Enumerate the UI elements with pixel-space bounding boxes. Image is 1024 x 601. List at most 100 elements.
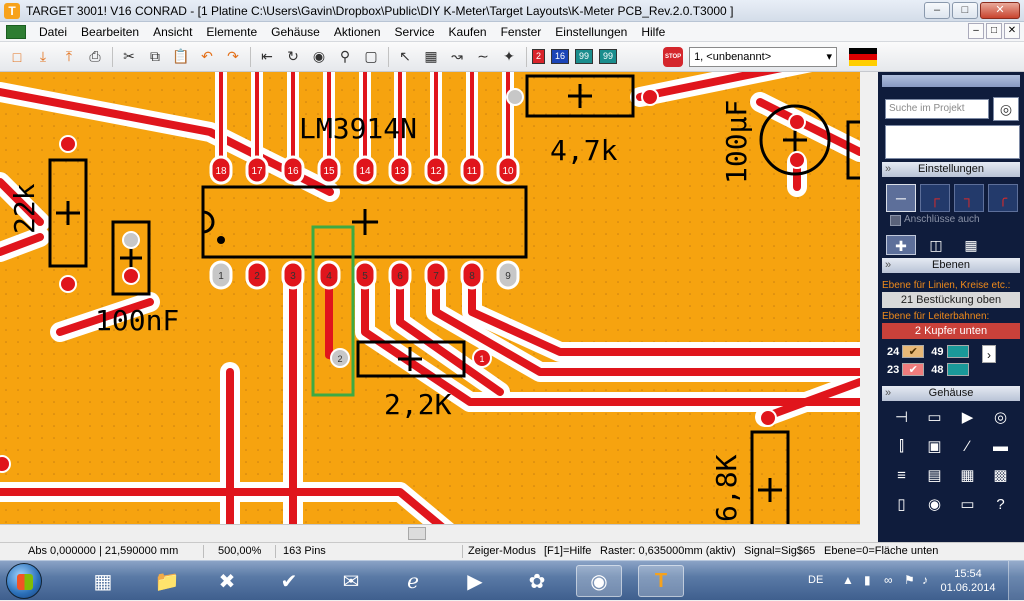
stop-button[interactable]: STOP	[663, 46, 684, 67]
exit-icon[interactable]: ⇤	[261, 48, 273, 64]
capacitor-100uf-outline[interactable]	[759, 104, 831, 176]
route-mode-45-icon[interactable]: ┌	[920, 184, 950, 212]
ic-socket-icon[interactable]: ▦	[960, 467, 975, 484]
component-outline-edge[interactable]	[846, 120, 860, 180]
redo-icon[interactable]: ↷	[227, 48, 239, 64]
help-icon[interactable]: ?	[996, 496, 1005, 513]
route-mode-90-icon[interactable]: ┐	[954, 184, 984, 212]
capacitor-100nf-outline[interactable]	[111, 220, 151, 296]
ic-dip-icon[interactable]: ▤	[927, 467, 942, 484]
menu-gehaeuse[interactable]: Gehäuse	[271, 24, 320, 39]
menu-service[interactable]: Service	[394, 24, 435, 39]
resistor-pad[interactable]	[59, 275, 77, 293]
doc-close-button[interactable]: ✕	[1004, 23, 1020, 39]
packages-section-header[interactable]: Gehäuse	[882, 386, 1020, 401]
menu-fenster[interactable]: Fenster	[500, 24, 542, 39]
ic-pad[interactable]	[281, 260, 305, 290]
battery-icon[interactable]: ▮	[864, 573, 871, 587]
start-button[interactable]	[6, 563, 42, 599]
undo-icon[interactable]: ↶	[201, 48, 213, 64]
ic-pad[interactable]	[496, 260, 520, 290]
snipping-icon[interactable]: ✖	[218, 570, 236, 593]
firefox-icon[interactable]: ◉	[576, 565, 622, 597]
route-mode-arc-icon[interactable]: ╭	[988, 184, 1018, 212]
pot-icon[interactable]: ◎	[993, 409, 1008, 426]
ic-pad[interactable]	[424, 155, 448, 185]
calculator-icon[interactable]: ▦	[93, 570, 113, 593]
ic-pad[interactable]	[317, 260, 341, 290]
component-icon[interactable]: ▦	[424, 48, 438, 64]
doc-minimize-button[interactable]: –	[968, 23, 984, 39]
lines-layer-field[interactable]: 21 Bestückung oben	[882, 292, 1020, 308]
copper-trace[interactable]	[636, 72, 860, 101]
qfp-icon[interactable]: ▩	[993, 467, 1008, 484]
trimmer-icon[interactable]: ◉	[927, 496, 942, 513]
cut-icon[interactable]: ✂	[123, 48, 135, 64]
selection-box[interactable]	[311, 225, 355, 397]
menu-bearbeiten[interactable]: Bearbeiten	[81, 24, 140, 39]
media-icon[interactable]: ▶	[467, 570, 483, 593]
crystal-icon[interactable]: ▯	[897, 496, 906, 513]
resistor-2-2k-outline[interactable]	[356, 340, 466, 378]
switch-icon[interactable]: ∕	[966, 438, 969, 455]
ic-outline[interactable]	[201, 185, 528, 259]
resistor-pad[interactable]	[59, 135, 77, 153]
resistor-pack-icon[interactable]: ≡	[897, 467, 906, 484]
capacitor-pad[interactable]	[788, 113, 806, 131]
layer-chip-a[interactable]: 99	[575, 49, 594, 64]
settings-section-header[interactable]: Einstellungen	[882, 162, 1020, 177]
layout-select[interactable]: 1, <unbenannt>	[689, 46, 838, 67]
layer-visible-checkbox[interactable]: ✔	[902, 363, 925, 376]
diode-icon[interactable]: ▶	[961, 409, 974, 426]
via-icon[interactable]: ◫	[929, 237, 943, 253]
refresh-icon[interactable]: ↻	[287, 48, 299, 64]
layer-chip-copper[interactable]: 16	[551, 49, 570, 64]
ic-pad[interactable]	[388, 155, 412, 185]
layer-visible-checkbox[interactable]: ✔	[902, 345, 925, 358]
copper-trace[interactable]	[56, 298, 154, 336]
ic-pad[interactable]	[388, 260, 412, 290]
ic-pad[interactable]	[460, 260, 484, 290]
explorer-icon[interactable]: 📁	[154, 570, 180, 593]
target-icon[interactable]: T	[638, 565, 684, 597]
new-icon[interactable]: □	[12, 48, 22, 65]
search-results-box[interactable]	[885, 125, 1020, 159]
grid-select-icon[interactable]: ▦	[964, 237, 978, 253]
ic-pad[interactable]	[353, 260, 377, 290]
show-desktop-button[interactable]	[1008, 561, 1024, 601]
eye-icon[interactable]: ◉	[312, 48, 326, 64]
print-icon[interactable]: ⎙	[89, 48, 101, 64]
ic-pad[interactable]	[460, 155, 484, 185]
wire-icon[interactable]: ∼	[477, 48, 489, 64]
route-icon[interactable]: ↝	[451, 48, 463, 64]
copper-trace[interactable]	[468, 268, 860, 356]
pcb-canvas[interactable]: 18 17 16 15 14 13 12 11 10 1 2 3 4	[0, 72, 860, 542]
resistor-pad[interactable]	[759, 409, 777, 427]
regulator-icon[interactable]: ▣	[927, 438, 942, 455]
layer-color-swatch[interactable]	[946, 345, 969, 358]
layer-row[interactable]: 24 ✔ 49	[887, 345, 969, 358]
tracks-layer-field[interactable]: 2 Kupfer unten	[882, 323, 1020, 339]
close-button[interactable]: ✕	[980, 2, 1020, 19]
ic-pad[interactable]	[245, 260, 269, 290]
magic-icon[interactable]: ✦	[503, 48, 515, 64]
volume-icon[interactable]: ♪	[922, 573, 928, 587]
project-search-input[interactable]: Suche im Projekt	[885, 99, 989, 119]
capacitor-pad[interactable]	[788, 151, 806, 169]
minimize-button[interactable]: –	[924, 2, 950, 19]
ic-pad[interactable]	[245, 155, 269, 185]
copper-trace[interactable]	[0, 233, 44, 256]
network-icon[interactable]: ∞	[884, 573, 893, 587]
connector-icon[interactable]: ▭	[960, 496, 975, 513]
connections-checkbox[interactable]	[890, 215, 901, 226]
capacitor-pad[interactable]	[122, 231, 140, 249]
horizontal-scrollbar[interactable]	[0, 524, 860, 542]
zoom-icon[interactable]: ⚲	[339, 48, 351, 64]
doc-restore-button[interactable]: □	[986, 23, 1002, 39]
ic-pad[interactable]	[209, 260, 233, 290]
gimp-icon[interactable]: ✿	[528, 570, 546, 593]
transistor-icon[interactable]: ⊣	[894, 409, 909, 426]
ic-pad[interactable]	[496, 155, 520, 185]
menu-ansicht[interactable]: Ansicht	[153, 24, 193, 39]
ic-pad[interactable]	[281, 155, 305, 185]
